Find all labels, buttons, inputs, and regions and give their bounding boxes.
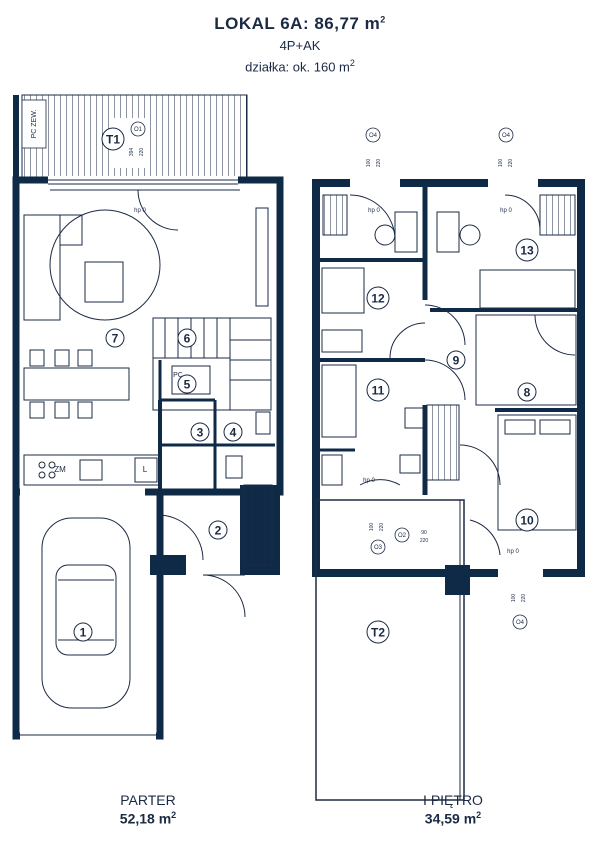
pc-zew-box (21, 99, 47, 149)
annotation-w220: 220 (379, 523, 385, 532)
room-number: 7 (112, 332, 119, 346)
annotation-hp0: hp 0 (363, 478, 375, 484)
ground-floor-area: 52,18 m2 (119, 810, 177, 827)
room-number: 11 (372, 384, 385, 398)
room-number: T1 (106, 133, 120, 147)
first-floor-label: I PIĘTRO (423, 792, 483, 808)
room-marker (515, 508, 539, 532)
plot-area: działka: ok. 160 m2 (245, 58, 355, 75)
annotation-l: L (143, 465, 148, 474)
annotation-o4: O4 (516, 620, 525, 626)
room-number: 4 (230, 426, 237, 440)
room-number: 1 (80, 626, 87, 640)
closet-hatch (426, 404, 460, 481)
room-marker (517, 382, 537, 402)
window-gap (498, 568, 543, 578)
room-marker (101, 127, 125, 151)
annotation-o4: O4 (502, 133, 511, 139)
annotation-o3: O3 (374, 545, 383, 551)
annotation-hp0: hp 0 (368, 208, 380, 214)
room-number: 2 (215, 524, 222, 538)
annotation-o1: O1 (134, 127, 143, 133)
room-number: 12 (371, 292, 385, 306)
window-marker (512, 614, 528, 630)
room-number: 10 (520, 514, 534, 528)
room-marker (190, 422, 210, 442)
annotation-w394: 394 (129, 148, 135, 157)
garage-door-gap (20, 488, 145, 498)
window-gap (488, 178, 538, 190)
window-gap (350, 178, 400, 190)
window-gap (355, 490, 405, 502)
annotation-w220: 220 (139, 148, 145, 157)
annotation-w220: 220 (521, 594, 527, 603)
annotation-hp0: hp 0 (507, 549, 519, 555)
ground-floor (12, 94, 284, 740)
window-marker (370, 539, 386, 555)
room-marker (223, 422, 243, 442)
annotation-pc-zew: PC ZEW. (31, 110, 38, 139)
annotation-w90: 90 (421, 530, 427, 536)
room-marker (366, 378, 390, 402)
ground-floor-caption: PARTER 52,18 m2 (48, 792, 248, 827)
closet-hatch (243, 484, 273, 566)
room-number: 6 (184, 332, 191, 346)
room-marker (366, 286, 390, 310)
terrace-pillar (445, 565, 470, 595)
room-number: 8 (524, 386, 531, 400)
room-number: T2 (371, 626, 385, 640)
room-marker (73, 622, 93, 642)
first-furniture (321, 194, 577, 556)
annotation-w220: 220 (508, 159, 514, 168)
room-marker (177, 328, 197, 348)
window-marker (365, 127, 381, 143)
annotation-hp0: hp 0 (134, 208, 146, 214)
room-marker (446, 350, 466, 370)
annotation-o4: O4 (369, 133, 378, 139)
room-marker (515, 238, 539, 262)
annotation-w100: 100 (511, 594, 517, 603)
room-number: 5 (184, 378, 191, 392)
entrance-wall (150, 555, 186, 575)
room-number: 9 (453, 354, 460, 368)
room-number: 3 (197, 426, 204, 440)
annotation-hp0: hp 0 (500, 208, 512, 214)
annotation-o2: O2 (398, 533, 407, 539)
window-marker (498, 127, 514, 143)
annotation-pc: PC (173, 372, 183, 379)
annotation-zm: ZM (54, 465, 66, 474)
ground-stairs (152, 317, 272, 411)
window-marker (130, 121, 146, 137)
room-marker (105, 328, 125, 348)
annotation-w100: 100 (498, 159, 504, 168)
ground-furniture (23, 189, 271, 618)
annotation-w220: 220 (420, 538, 429, 544)
room-number: 13 (520, 244, 534, 258)
terrace-t2 (315, 499, 465, 801)
apartment-type: 4P+AK (279, 38, 321, 53)
first-floor-caption: I PIĘTRO 34,59 m2 (353, 792, 553, 827)
annotation-w220: 220 (376, 159, 382, 168)
room-marker (177, 374, 197, 394)
first-floor-area: 34,59 m2 (424, 810, 482, 827)
ground-floor-label: PARTER (120, 792, 176, 808)
window-marker (394, 527, 410, 543)
car-icon (41, 517, 131, 709)
room-marker (208, 520, 228, 540)
closet-hatch (539, 194, 576, 236)
garage-wall (12, 488, 164, 740)
annotation-w100: 100 (369, 523, 375, 532)
first-floor (312, 178, 585, 801)
closet-hatch (322, 194, 348, 236)
annotation-w100: 100 (366, 159, 372, 168)
apartment-title: LOKAL 6A: 86,77 m2 (214, 14, 386, 33)
room-marker (366, 620, 390, 644)
